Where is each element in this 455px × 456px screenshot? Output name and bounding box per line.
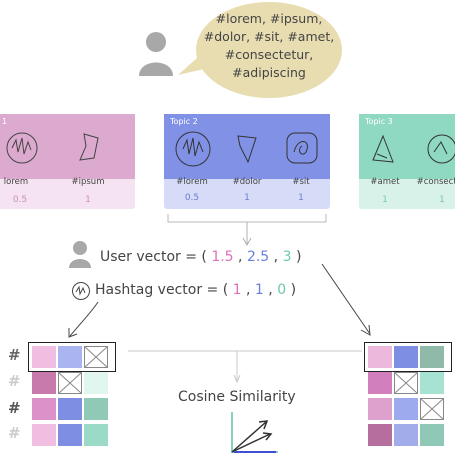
arrow-to-right-matrix xyxy=(321,263,371,336)
topic-card-2: Topic 2 #lorem #dolor #sit 0.5 1 1 xyxy=(164,114,330,209)
empty-cell-icon xyxy=(58,372,82,394)
matrix-cell xyxy=(84,372,108,394)
matrix-cell xyxy=(32,424,56,446)
topic-card-3: Topic 3 #amet #consecter 1 1 xyxy=(359,114,455,209)
matrix-cell xyxy=(84,424,108,446)
matrix-cell xyxy=(32,372,56,394)
topic-sketch-icon xyxy=(6,132,38,164)
right-matrix xyxy=(364,342,455,450)
speech-bubble xyxy=(196,2,342,98)
topic-card-1: 1 lorem #ipsum 0.5 1 xyxy=(0,114,135,209)
topic-sketch-icon xyxy=(372,134,394,163)
selected-row-frame xyxy=(364,342,452,372)
empty-cell-icon xyxy=(420,398,444,420)
matrix-cell xyxy=(84,398,108,420)
topic-sketch-icon xyxy=(286,132,318,164)
empty-cell-icon xyxy=(394,372,418,394)
empty-cell-icon xyxy=(84,346,108,368)
bubble-hashtags: #lorem, #ipsum, #dolor, #sit, #amet, #co… xyxy=(203,11,335,80)
matrix-cell xyxy=(58,398,82,420)
user-small-icon xyxy=(69,241,91,268)
matrix-cell xyxy=(32,398,56,420)
left-matrix: # # # # xyxy=(8,342,120,450)
connector-lines xyxy=(128,350,362,384)
matrix-cell xyxy=(394,398,418,420)
speech-bubble-tail xyxy=(178,57,204,75)
matrix-cell xyxy=(420,424,444,446)
hashtag-sketch-icon xyxy=(72,282,90,300)
matrix-cell xyxy=(420,346,444,368)
matrix-cell xyxy=(368,424,392,446)
arrow-down xyxy=(242,222,252,247)
selected-row-frame xyxy=(28,342,116,372)
matrix-cell xyxy=(368,398,392,420)
matrix-cell xyxy=(32,346,56,368)
matrix-cell xyxy=(58,346,82,368)
cosine-vectors-icon xyxy=(231,412,278,453)
matrix-cell xyxy=(58,424,82,446)
matrix-cell xyxy=(420,372,444,394)
topic-sketch-icon xyxy=(427,134,455,164)
arrow-to-left-matrix xyxy=(68,301,99,338)
matrix-cell xyxy=(394,424,418,446)
cosine-similarity-label: Cosine Similarity xyxy=(178,389,296,405)
topic-sketch-icon xyxy=(175,131,211,167)
matrix-cell xyxy=(394,346,418,368)
matrix-cell xyxy=(368,372,392,394)
topic-sketch-icon xyxy=(237,135,257,164)
user-avatar-icon xyxy=(139,32,173,76)
matrix-cell xyxy=(368,346,392,368)
topic-sketch-icon xyxy=(79,133,99,161)
hashtag-vector: Hashtag vector = ( 1 , 1 , 0 ) xyxy=(95,282,297,298)
user-vector: User vector = ( 1.5 , 2.5 , 3 ) xyxy=(100,249,302,265)
